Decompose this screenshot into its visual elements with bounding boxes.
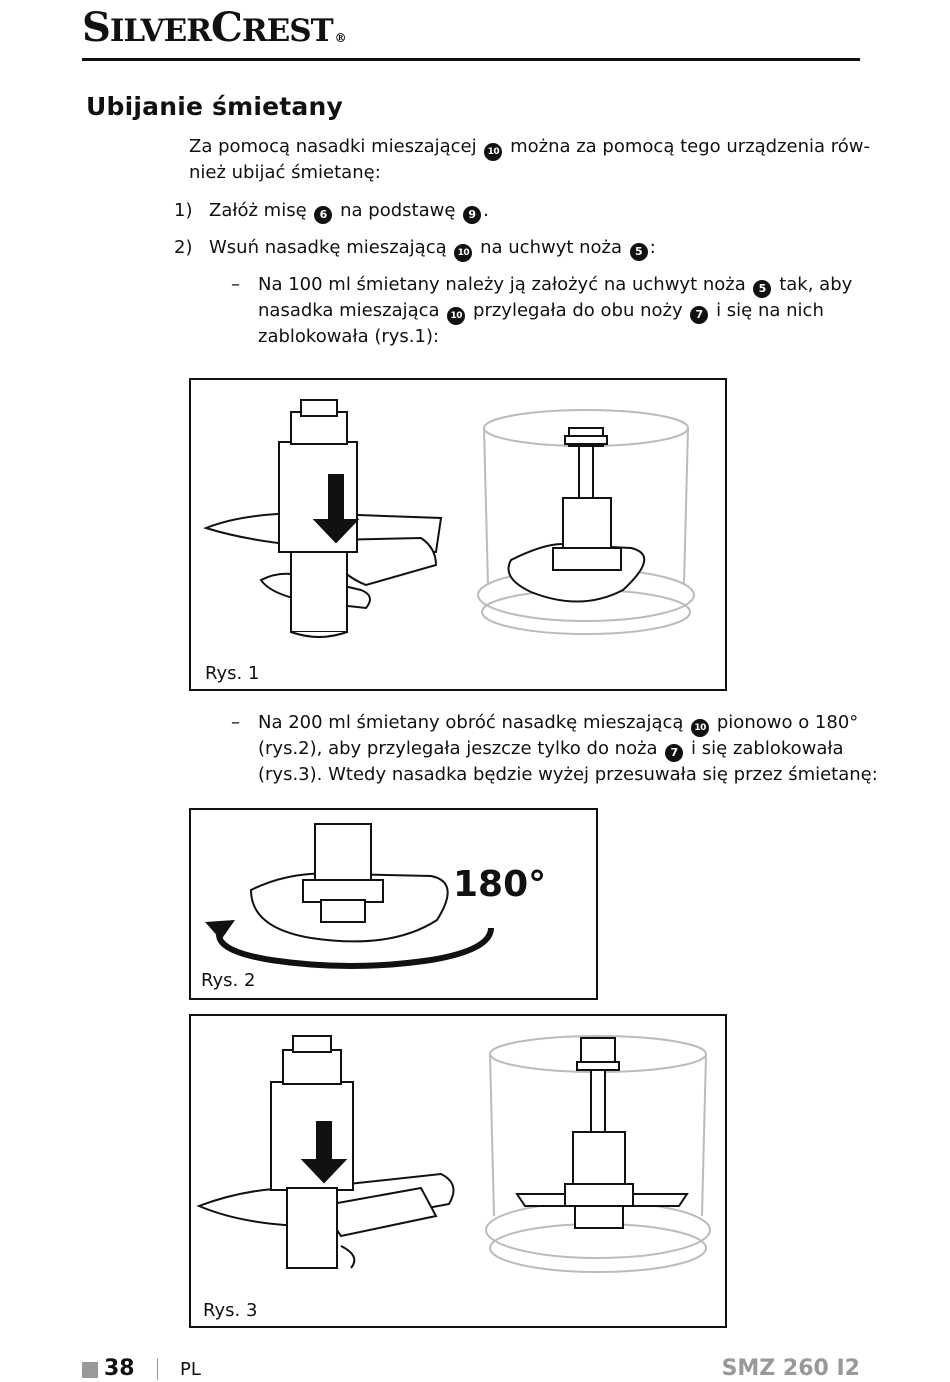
- step-2-text: Wsuń nasadkę mieszającą 10 na uchwyt noż…: [209, 235, 656, 262]
- sub1-line-3: zablokowała (rys.1):: [258, 326, 440, 347]
- figure-3-illustration: [196, 1035, 711, 1273]
- intro-line-1: Za pomocą nasadki mieszającej 10 można z…: [189, 134, 870, 161]
- bullet-dash: –: [231, 712, 240, 733]
- footer-divider: [157, 1358, 158, 1380]
- ref-5-icon: 5: [629, 243, 648, 261]
- step-1-text: Załóż misę 6 na podstawę 9.: [209, 198, 489, 224]
- step-2-number: 2): [174, 237, 193, 258]
- figure-2-caption: Rys. 2: [201, 970, 256, 991]
- sub2-line-2: (rys.2), aby przylegała jeszcze tylko do…: [258, 736, 844, 762]
- ref-10-icon: 10: [447, 307, 466, 325]
- ref-6-icon: 6: [314, 206, 333, 224]
- model-number: SMZ 260 I2: [721, 1356, 860, 1381]
- sub2-line-1: Na 200 ml śmietany obróć nasadkę mieszaj…: [258, 710, 858, 737]
- ref-10-icon: 10: [691, 719, 710, 737]
- sub2-line-3: (rys.3). Wtedy nasadka będzie wyżej prze…: [258, 764, 878, 785]
- sub1-line-1: Na 100 ml śmietany należy ją założyć na …: [258, 272, 852, 298]
- ref-7-icon: 7: [665, 744, 684, 762]
- figure-3: Rys. 3: [189, 1014, 727, 1328]
- figure-2: 180° Rys. 2: [189, 808, 598, 1000]
- ref-10-icon: 10: [454, 244, 473, 262]
- page-number: 38: [104, 1356, 135, 1381]
- header-rule: [82, 58, 860, 61]
- language-code: PL: [180, 1359, 201, 1380]
- figure-2-illustration: [205, 823, 494, 969]
- figure-3-caption: Rys. 3: [203, 1300, 258, 1321]
- ref-5-icon: 5: [753, 280, 772, 298]
- rotation-angle: 180°: [453, 864, 547, 905]
- figure-1: Rys. 1: [189, 378, 727, 691]
- ref-9-icon: 9: [463, 206, 482, 224]
- intro-line-2: nież ubijać śmietanę:: [189, 162, 381, 183]
- figure-1-caption: Rys. 1: [205, 663, 260, 684]
- section-heading: Ubijanie śmietany: [86, 92, 344, 121]
- footer-square-icon: [82, 1362, 98, 1378]
- ref-10-icon: 10: [484, 143, 503, 161]
- step-1-number: 1): [174, 200, 193, 221]
- ref-7-icon: 7: [690, 306, 709, 324]
- figure-1-illustration: [203, 399, 695, 638]
- bullet-dash: –: [231, 274, 240, 295]
- sub1-line-2: nasadka mieszająca 10 przylegała do obu …: [258, 298, 824, 325]
- brand-logo: SILVERCREST®: [82, 4, 347, 51]
